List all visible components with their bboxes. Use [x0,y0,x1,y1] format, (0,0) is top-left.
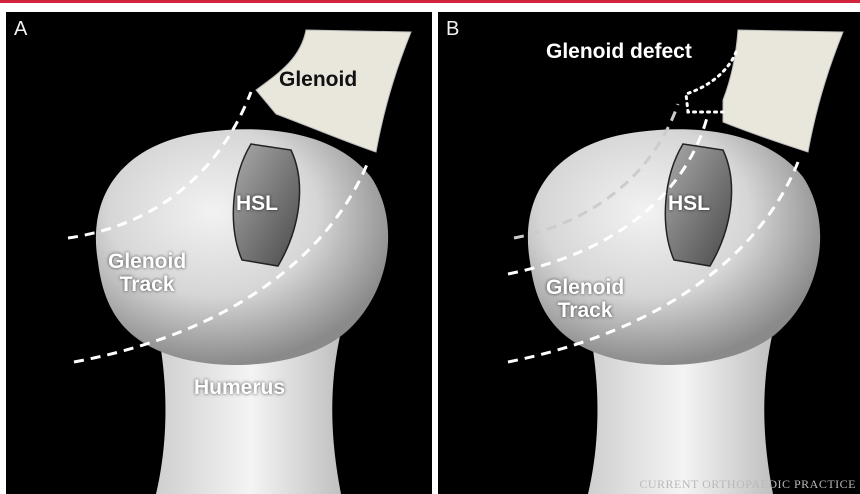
glenoid-track-label: Glenoid Track [546,276,624,322]
hsl-label: HSL [668,192,710,215]
panel-a: A Glenoid HSL Glenoid Track Humerus [6,12,432,494]
accent-bar [0,0,860,3]
panel-a-illustration [6,12,432,494]
glenoid-shape [723,30,843,152]
glenoid-track-line1: Glenoid [546,276,624,299]
glenoid-track-line2: Track [108,273,186,296]
glenoid-defect-label: Glenoid defect [546,40,692,63]
panel-b-letter: B [446,18,459,41]
panel-b: B Glenoid defect HSL Glenoid Track CURRE… [438,12,860,494]
watermark: CURRENT ORTHOPAEDIC PRACTICE [639,477,856,492]
humerus-label: Humerus [194,376,285,399]
glenoid-track-line1: Glenoid [108,250,186,273]
glenoid-label: Glenoid [279,68,357,91]
glenoid-track-label: Glenoid Track [108,250,186,296]
panel-a-letter: A [14,18,27,41]
hsl-label: HSL [236,192,278,215]
glenoid-track-line2: Track [546,299,624,322]
panel-b-illustration [438,12,860,494]
